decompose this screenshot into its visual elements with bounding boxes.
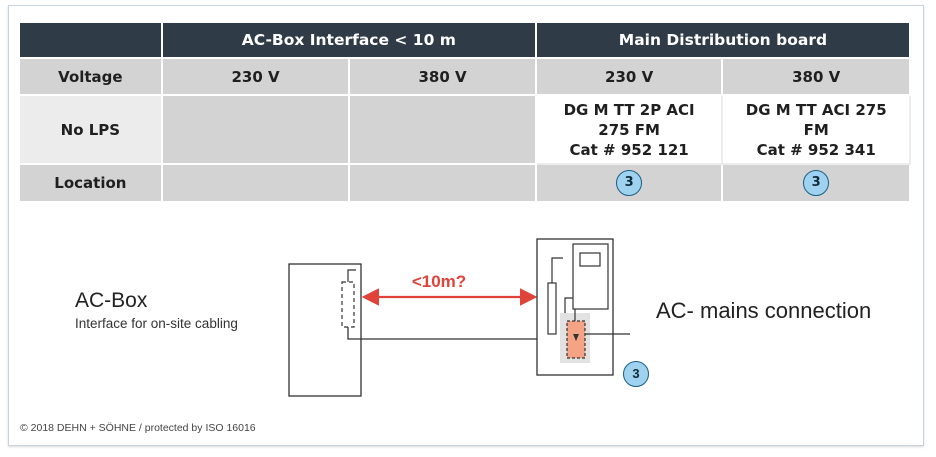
catalog-number: Cat # 952 341 [756,140,876,159]
cell-voltage-2: 380 V [348,57,537,96]
cell-no-lps-3: DG M TT 2P ACI 275 FM Cat # 952 121 [534,94,724,165]
table-header-row: AC-Box Interface < 10 m Main Distributio… [18,21,912,59]
meter-box [572,243,609,310]
row-label-location: Location [18,163,163,203]
location-badge: 3 [616,170,643,196]
ac-box-wire-top [347,269,356,282]
cell-no-lps-1 [160,94,351,165]
table-row-location: Location 3 3 [18,163,911,203]
cell-voltage-3: 230 V [534,57,724,96]
row-label-no-lps: No LPS [18,94,163,165]
mains-connection-label: AC- mains connection [656,298,872,323]
cell-location-1 [160,163,351,203]
catalog-number: Cat # 952 121 [569,140,689,159]
location-badge: 3 [803,170,830,196]
ac-box-subtitle: Interface for on-site cabling [75,316,238,331]
product-name-line1: DG M TT 2P ACI [563,100,695,119]
diagram-location-badge: 3 [623,361,649,387]
product-name-line2: FM [803,120,829,139]
spec-table: AC-Box Interface < 10 m Main Distributio… [18,21,912,203]
cell-voltage-1: 230 V [160,57,351,96]
cell-no-lps-4: DG M TT ACI 275 FM Cat # 952 341 [721,94,911,165]
header-corner [18,21,163,59]
header-main-distribution: Main Distribution board [534,21,912,59]
distance-label: <10m? [412,272,466,291]
cell-voltage-4: 380 V [721,57,911,96]
table-row-no-lps: No LPS DG M TT 2P ACI 275 FM Cat # 952 1… [18,94,911,165]
isolator [547,282,557,335]
cell-location-2 [348,163,537,203]
ac-box-title: AC-Box [75,289,148,312]
cell-location-4: 3 [721,163,911,203]
spd-arrow-icon [573,334,579,341]
cell-no-lps-2 [348,94,537,165]
connection-cable [347,327,556,340]
table-row-voltage: Voltage 230 V 380 V 230 V 380 V [18,57,911,96]
row-label-voltage: Voltage [18,57,163,96]
cell-location-3: 3 [534,163,724,203]
header-ac-box: AC-Box Interface < 10 m [160,21,537,59]
meter-display [579,252,601,267]
copyright-footer: © 2018 DEHN + SÖHNE / protected by ISO 1… [20,422,256,434]
isolator-wire [551,257,563,283]
product-name-line2: 275 FM [598,120,660,139]
ac-box-enclosure [288,263,362,397]
product-name-line1: DG M TT ACI 275 [745,100,887,119]
